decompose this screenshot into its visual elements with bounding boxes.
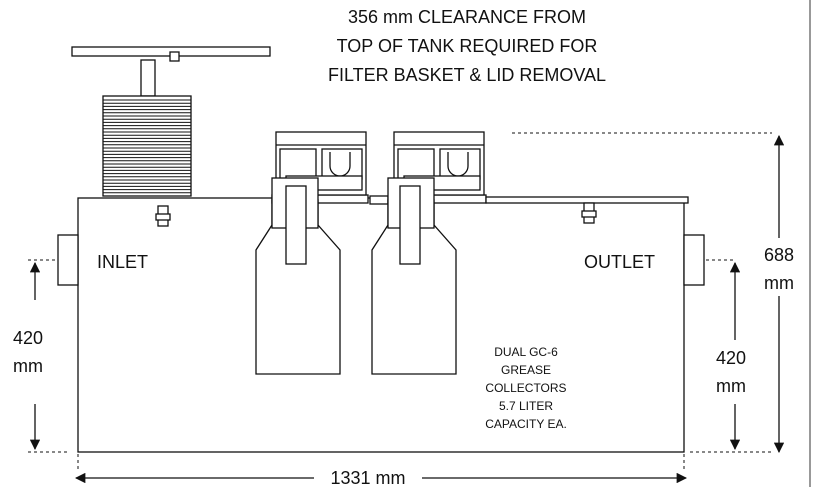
clearance-note-line-2: TOP OF TANK REQUIRED FOR (337, 36, 598, 56)
clearance-note-line-3: FILTER BASKET & LID REMOVAL (328, 65, 606, 85)
inlet-height-value: 420 (13, 328, 43, 348)
collector-body-left (255, 177, 341, 375)
outlet-height-value: 420 (716, 348, 746, 368)
filter-basket (71, 46, 271, 197)
clearance-note-line-1: 356 mm CLEARANCE FROM (348, 7, 586, 27)
latch-right-icon (581, 202, 597, 224)
collector-note-line-4: 5.7 LITER (499, 399, 553, 413)
inlet-label: INLET (97, 252, 148, 272)
lid-center (369, 195, 389, 205)
outlet-fitting (683, 234, 705, 286)
collector-note-line-3: COLLECTORS (485, 381, 566, 395)
height-value: 688 (764, 245, 794, 265)
collector-note-line-2: GREASE (501, 363, 551, 377)
basket-body (102, 95, 192, 197)
width-value: 1331 mm (330, 468, 405, 487)
basket-handle-stem (140, 59, 156, 97)
collector-body-right (371, 177, 457, 375)
height-label-bg (755, 238, 805, 296)
basket-ribs (103, 99, 191, 194)
outlet-height-unit: mm (716, 376, 746, 396)
collector-note: DUAL GC-6 GREASE COLLECTORS 5.7 LITER CA… (485, 345, 567, 431)
inlet-height-unit: mm (13, 356, 43, 376)
latch-left-icon (155, 205, 171, 227)
outlet-label: OUTLET (584, 252, 655, 272)
height-unit: mm (764, 273, 794, 293)
lid-outlet (485, 196, 689, 204)
clearance-note: 356 mm CLEARANCE FROM TOP OF TANK REQUIR… (328, 7, 606, 85)
collector-note-line-1: DUAL GC-6 (494, 345, 558, 359)
basket-handle-clip (169, 51, 180, 62)
inlet-fitting (57, 234, 79, 286)
collector-note-line-5: CAPACITY EA. (485, 417, 567, 431)
